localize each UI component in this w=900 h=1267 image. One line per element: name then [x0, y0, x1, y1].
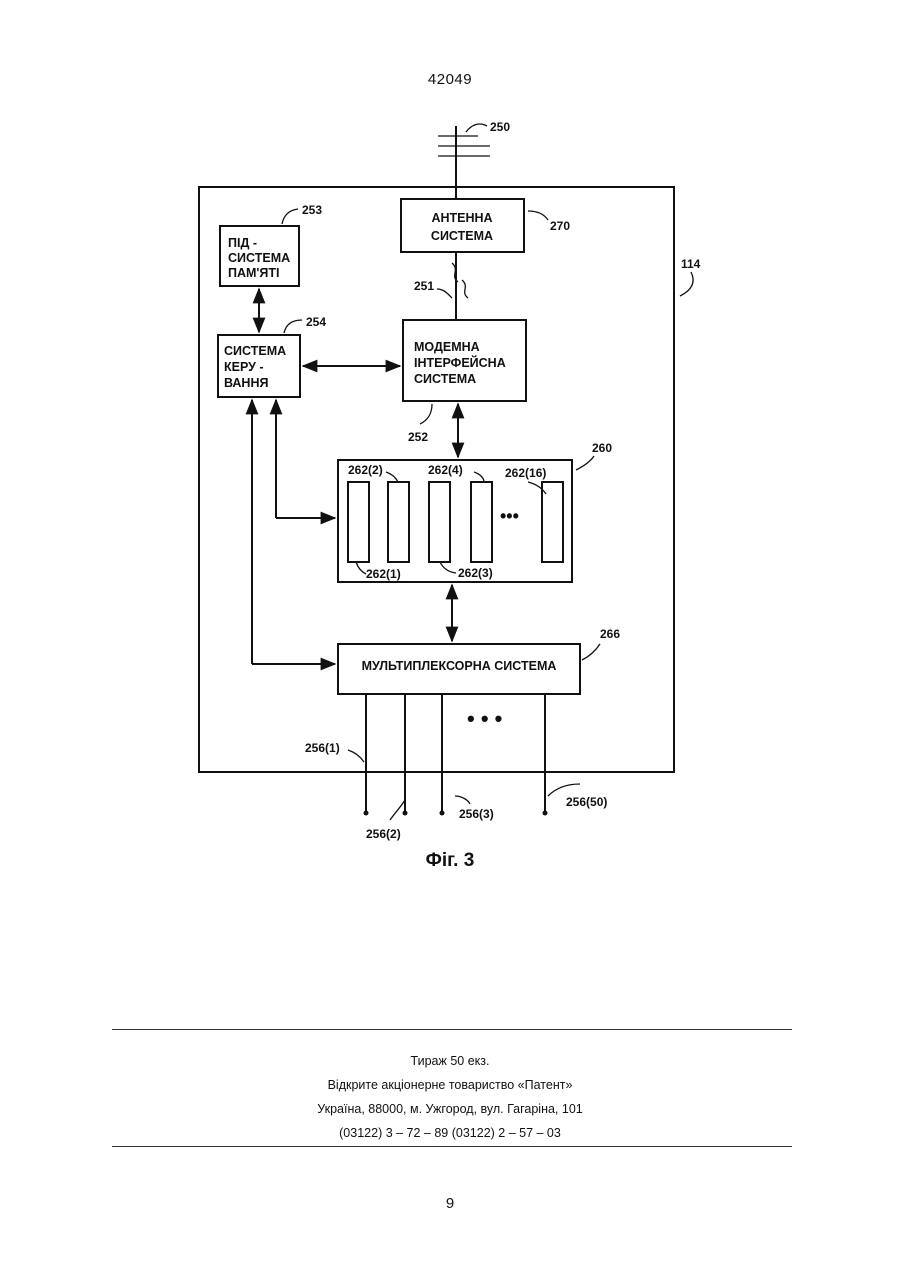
link-ref-leader	[437, 289, 452, 298]
multiplexor-label: МУЛЬТИПЛЕКСОРНА СИСТЕМА	[362, 659, 557, 673]
modem-card-1-label: 262(1)	[366, 567, 401, 581]
port-50-label: 256(50)	[566, 795, 607, 809]
modem-interface-ref-leader	[420, 404, 432, 424]
antenna-system-label-1: АНТЕННА	[431, 211, 492, 225]
antenna-ref-leader	[466, 124, 487, 132]
port-1-label: 256(1)	[305, 741, 340, 755]
imprint-publisher: Відкрите акціонерне товариство «Патент»	[0, 1078, 900, 1092]
output-ports-ellipsis: • • •	[467, 706, 502, 731]
modem-bank-ref-label: 260	[592, 441, 612, 455]
multiplexor-ref-leader	[582, 644, 600, 660]
device-ref-leader	[680, 272, 693, 296]
port-2-label: 256(2)	[366, 827, 401, 841]
antenna-system-ref-label: 270	[550, 219, 570, 233]
modem-cards-ellipsis: •••	[500, 506, 519, 526]
link-ref-label: 251	[414, 279, 434, 293]
modem-interface-ref-label: 252	[408, 430, 428, 444]
port-3-label: 256(3)	[459, 807, 494, 821]
modem-interface-label-3: СИСТЕМА	[414, 372, 476, 386]
port-3-leader	[455, 796, 470, 804]
port-1-leader	[348, 750, 364, 762]
memory-ref-label: 253	[302, 203, 322, 217]
control-system-label-2: КЕРУ -	[224, 360, 264, 374]
memory-subsystem-label-3: ПАМ'ЯТІ	[228, 266, 280, 280]
control-ref-leader	[284, 320, 302, 333]
modem-card-2-label: 262(2)	[348, 463, 383, 477]
imprint-bottom-rule	[112, 1146, 792, 1147]
figure-caption: Фіг. 3	[0, 850, 900, 872]
control-system-label-3: ВАННЯ	[224, 376, 268, 390]
antenna-system-block	[401, 199, 524, 252]
memory-subsystem-label-1: ПІД -	[228, 236, 257, 250]
memory-ref-leader	[282, 209, 298, 224]
modem-card-2	[388, 482, 409, 562]
control-ref-label: 254	[306, 315, 326, 329]
antenna-system-label-2: СИСТЕМА	[431, 229, 493, 243]
antenna-icon	[438, 126, 490, 199]
modem-card-4	[471, 482, 492, 562]
antenna-ref-label: 250	[490, 120, 510, 134]
imprint-top-rule	[112, 1029, 792, 1030]
imprint-address: Україна, 88000, м. Ужгород, вул. Гагарін…	[0, 1102, 900, 1116]
imprint-circulation: Тираж 50 екз.	[0, 1054, 900, 1068]
modem-card-16-label: 262(16)	[505, 466, 546, 480]
device-ref-label: 114	[681, 257, 701, 271]
imprint-phones: (03122) 3 – 72 – 89 (03122) 2 – 57 – 03	[0, 1126, 900, 1140]
modem-card-16	[542, 482, 563, 562]
output-port-terminals	[364, 811, 548, 816]
modem-interface-label-2: ІНТЕРФЕЙСНА	[414, 355, 506, 370]
modem-card-3	[429, 482, 450, 562]
multiplexor-ref-label: 266	[600, 627, 620, 641]
output-port-lines	[366, 694, 545, 812]
modem-bank-ref-leader	[576, 456, 594, 470]
modem-interface-label-1: МОДЕМНА	[414, 340, 480, 354]
modem-card-4-label: 262(4)	[428, 463, 463, 477]
port-2-leader	[390, 800, 405, 820]
modem-card-3-label: 262(3)	[458, 566, 493, 580]
memory-subsystem-label-2: СИСТЕМА	[228, 251, 290, 265]
page-number: 9	[0, 1195, 900, 1212]
antenna-system-ref-leader	[528, 211, 548, 220]
link-break-marks	[452, 263, 468, 298]
control-system-label-1: СИСТЕМА	[224, 344, 286, 358]
modem-card-1	[348, 482, 369, 562]
